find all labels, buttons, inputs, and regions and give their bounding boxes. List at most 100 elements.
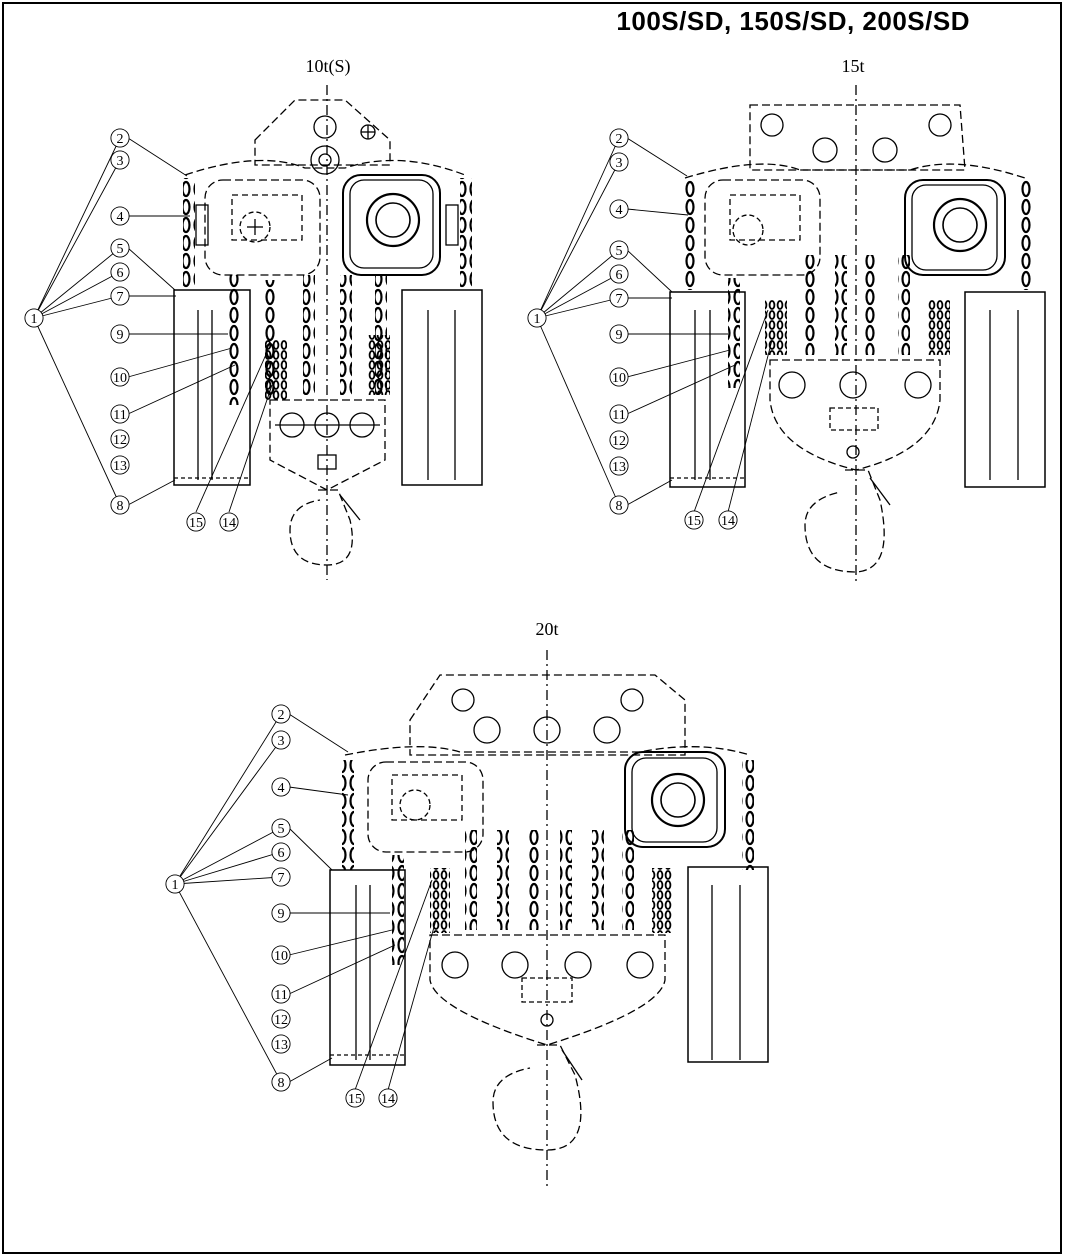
svg-text:4: 4 xyxy=(117,210,124,225)
callout: 1 xyxy=(165,874,185,894)
caption-15t: 15t xyxy=(841,56,864,76)
svg-text:8: 8 xyxy=(278,1076,285,1091)
callout: 5 xyxy=(110,238,130,258)
callout: 11 xyxy=(609,404,629,424)
svg-text:10: 10 xyxy=(113,371,127,386)
svg-text:12: 12 xyxy=(274,1013,288,1028)
callout: 11 xyxy=(110,404,130,424)
svg-text:14: 14 xyxy=(381,1092,395,1107)
callout: 14 xyxy=(378,1088,398,1108)
svg-text:11: 11 xyxy=(113,408,126,423)
svg-text:10: 10 xyxy=(274,949,288,964)
diagram-20t xyxy=(329,650,769,1190)
callout: 10 xyxy=(110,367,130,387)
svg-text:9: 9 xyxy=(278,907,285,922)
callout: 2 xyxy=(271,704,291,724)
svg-text:6: 6 xyxy=(117,266,124,281)
svg-text:3: 3 xyxy=(616,156,623,171)
svg-text:7: 7 xyxy=(278,871,285,886)
callouts-15t: 2 3 4 5 6 7 1 9 10 11 12 13 8 15 14 xyxy=(527,128,738,530)
svg-text:7: 7 xyxy=(117,290,124,305)
svg-text:6: 6 xyxy=(616,268,623,283)
callout: 9 xyxy=(271,903,291,923)
svg-text:2: 2 xyxy=(616,132,623,147)
diagram-10t xyxy=(173,85,483,580)
caption-10t: 10t(S) xyxy=(306,56,351,77)
callout: 1 xyxy=(24,308,44,328)
callout: 2 xyxy=(110,128,130,148)
svg-text:3: 3 xyxy=(278,734,285,749)
callout: 9 xyxy=(609,324,629,344)
svg-text:15: 15 xyxy=(189,516,203,531)
svg-text:9: 9 xyxy=(117,328,124,343)
callout: 10 xyxy=(609,367,629,387)
callout: 7 xyxy=(609,288,629,308)
callout: 9 xyxy=(110,324,130,344)
svg-text:13: 13 xyxy=(612,460,626,475)
svg-text:5: 5 xyxy=(117,242,124,257)
svg-text:14: 14 xyxy=(222,516,236,531)
callout: 3 xyxy=(110,150,130,170)
callout: 5 xyxy=(271,818,291,838)
callout: 5 xyxy=(609,240,629,260)
callout: 8 xyxy=(271,1072,291,1092)
svg-text:7: 7 xyxy=(616,292,623,307)
svg-text:4: 4 xyxy=(278,781,285,796)
leader-lines xyxy=(33,137,773,1091)
svg-text:10: 10 xyxy=(612,371,626,386)
callouts-10t: 2 3 4 5 6 7 1 9 10 11 12 13 8 15 14 xyxy=(24,128,239,532)
callout: 12 xyxy=(271,1009,291,1029)
callout: 15 xyxy=(684,510,704,530)
callout: 15 xyxy=(345,1088,365,1108)
callout: 3 xyxy=(271,730,291,750)
svg-text:2: 2 xyxy=(117,132,124,147)
svg-text:1: 1 xyxy=(172,878,179,893)
svg-text:1: 1 xyxy=(534,312,541,327)
callout: 13 xyxy=(609,456,629,476)
callout: 2 xyxy=(609,128,629,148)
callout: 12 xyxy=(609,430,629,450)
callout: 4 xyxy=(110,206,130,226)
callout: 8 xyxy=(609,495,629,515)
callout: 10 xyxy=(271,945,291,965)
callout: 13 xyxy=(110,455,130,475)
callout: 7 xyxy=(271,867,291,887)
callout: 8 xyxy=(110,495,130,515)
callout: 11 xyxy=(271,984,291,1004)
callout: 15 xyxy=(186,512,206,532)
callout: 14 xyxy=(219,512,239,532)
svg-text:11: 11 xyxy=(612,408,625,423)
svg-text:12: 12 xyxy=(612,434,626,449)
caption-20t: 20t xyxy=(535,619,558,639)
svg-text:8: 8 xyxy=(616,499,623,514)
callout: 7 xyxy=(110,286,130,306)
svg-text:13: 13 xyxy=(113,459,127,474)
callout: 12 xyxy=(110,429,130,449)
svg-text:15: 15 xyxy=(687,514,701,529)
svg-text:13: 13 xyxy=(274,1038,288,1053)
svg-text:3: 3 xyxy=(117,154,124,169)
callout: 6 xyxy=(609,264,629,284)
callout: 6 xyxy=(271,842,291,862)
callout: 4 xyxy=(271,777,291,797)
svg-text:12: 12 xyxy=(113,433,127,448)
callout: 4 xyxy=(609,199,629,219)
svg-text:4: 4 xyxy=(616,203,623,218)
svg-text:5: 5 xyxy=(616,244,623,259)
svg-text:5: 5 xyxy=(278,822,285,837)
svg-text:8: 8 xyxy=(117,499,124,514)
callout: 14 xyxy=(718,510,738,530)
svg-text:1: 1 xyxy=(31,312,38,327)
diagram-15t xyxy=(669,85,1046,585)
page-title: 100S/SD, 150S/SD, 200S/SD xyxy=(616,6,970,36)
svg-text:9: 9 xyxy=(616,328,623,343)
svg-text:15: 15 xyxy=(348,1092,362,1107)
svg-text:2: 2 xyxy=(278,708,285,723)
callouts-20t: 2 3 4 5 6 7 1 9 10 11 12 13 8 15 14 xyxy=(165,704,398,1108)
svg-text:11: 11 xyxy=(274,988,287,1003)
svg-text:14: 14 xyxy=(721,514,735,529)
callout: 13 xyxy=(271,1034,291,1054)
callout: 3 xyxy=(609,152,629,172)
